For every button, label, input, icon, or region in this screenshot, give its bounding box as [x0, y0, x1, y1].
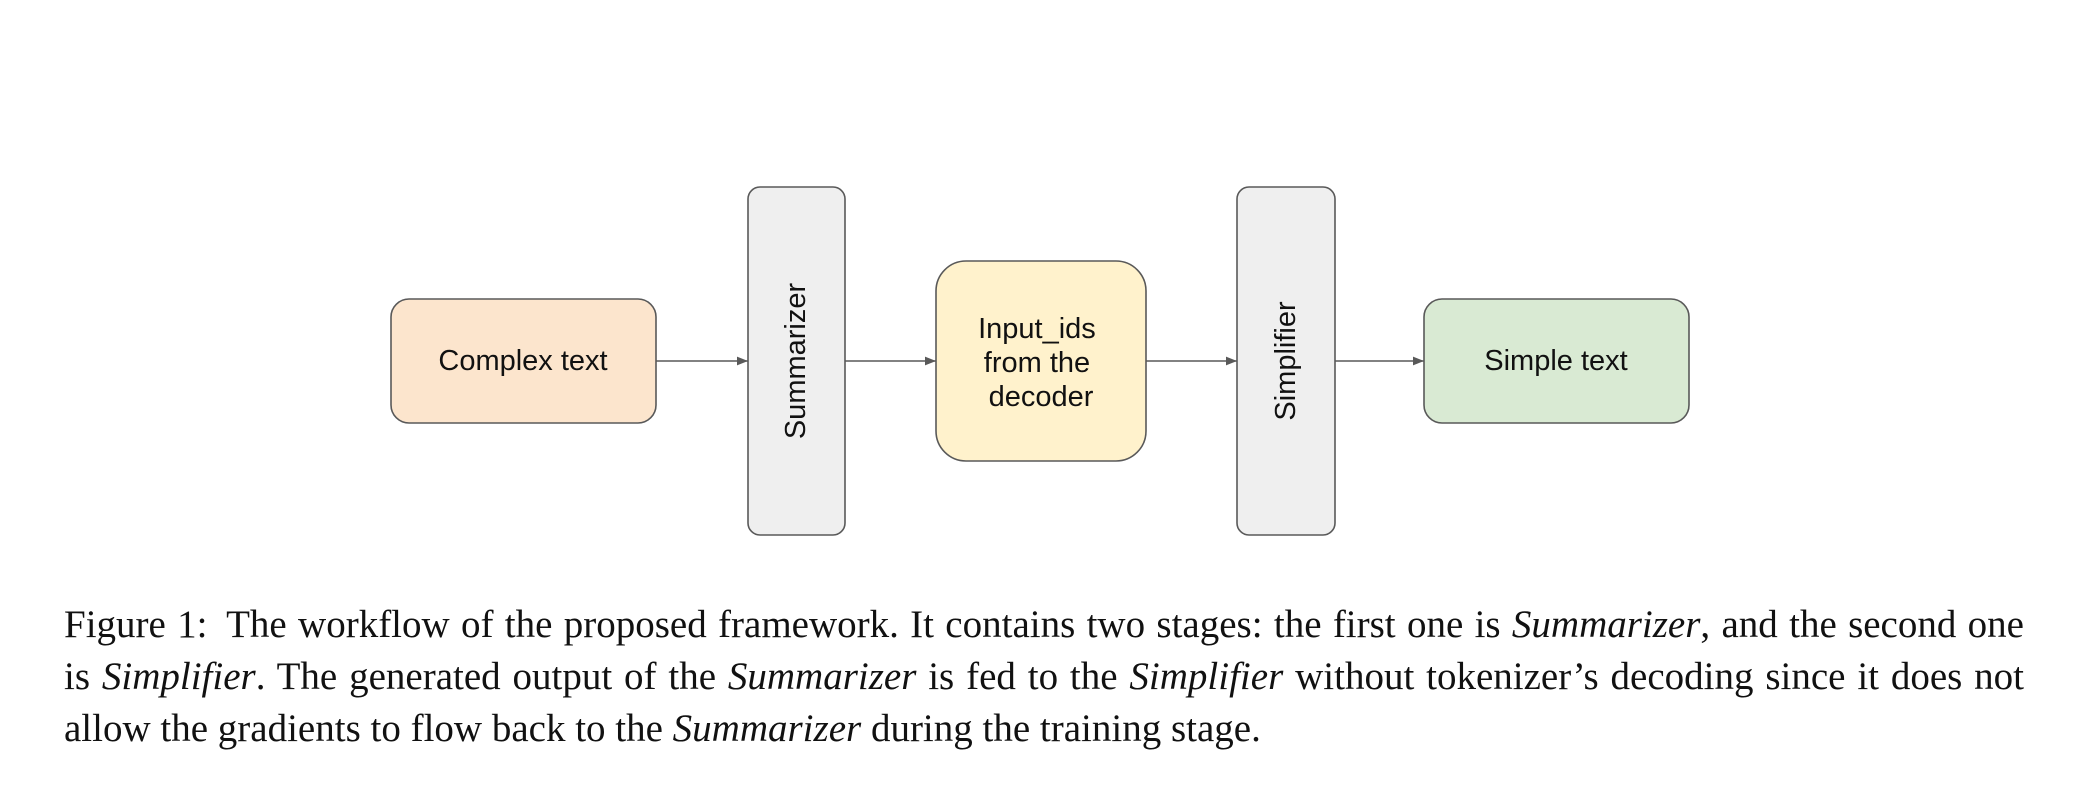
- caption-text-5: without tokenizer’s decoding since it do…: [64, 655, 2025, 750]
- node-simplifier: Simplifier: [1236, 186, 1336, 536]
- caption-text-6: during the training stage.: [861, 707, 1261, 750]
- node-input-ids-line-1: Input_ids: [978, 313, 1096, 345]
- node-simplifier-label: Simplifier: [1270, 301, 1302, 421]
- node-input-ids-line-2: from the: [984, 347, 1090, 379]
- node-summarizer-label: Summarizer: [780, 283, 812, 440]
- caption-term-summarizer: Summarizer: [672, 707, 862, 750]
- caption-term-simplifier: Simplifier: [101, 655, 256, 698]
- node-complex-text: Complex text: [390, 298, 657, 424]
- node-input-ids: Input_ids from the decoder: [935, 260, 1147, 462]
- caption-text-1: The workflow of the proposed framework. …: [226, 603, 1512, 646]
- node-input-ids-line-3: decoder: [989, 381, 1094, 413]
- caption-text-4: is fed to the: [916, 655, 1130, 698]
- node-complex-text-label: Complex text: [438, 345, 607, 377]
- caption-term-summarizer: Summarizer: [1511, 603, 1701, 646]
- figure-caption: Figure 1: The workflow of the proposed f…: [64, 599, 2024, 755]
- node-simple-text: Simple text: [1423, 298, 1690, 424]
- node-summarizer: Summarizer: [747, 186, 846, 536]
- caption-text-2: , and the second one is: [64, 603, 2024, 698]
- node-simple-text-label: Simple text: [1484, 345, 1627, 377]
- caption-text-3: . The generated output of the: [255, 655, 728, 698]
- node-input-ids-label: Input_ids from the decoder: [978, 313, 1104, 413]
- caption-term-simplifier: Simplifier: [1129, 655, 1284, 698]
- caption-term-summarizer: Summarizer: [727, 655, 917, 698]
- figure-label: Figure 1:: [64, 603, 208, 646]
